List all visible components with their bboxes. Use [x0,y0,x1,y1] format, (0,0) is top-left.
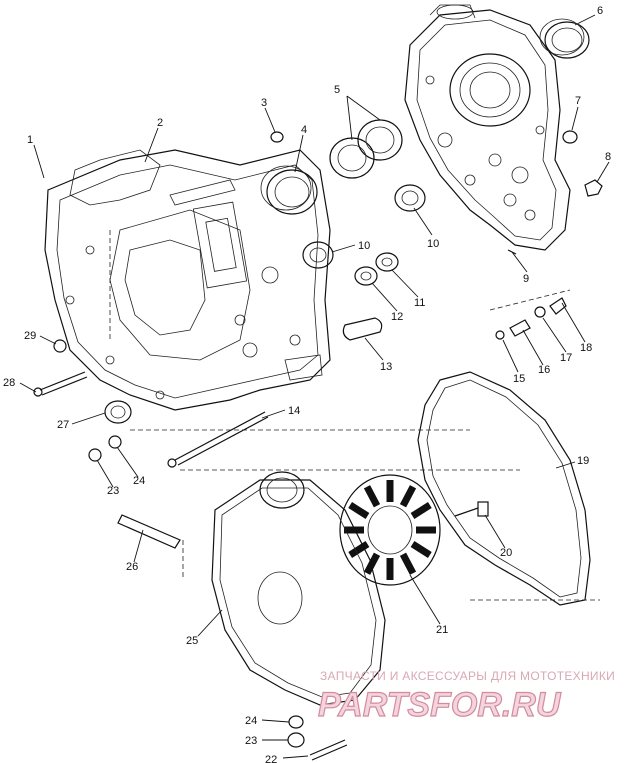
callout-24-left: 24 [133,475,145,487]
watermark-tagline: ЗАПЧАСТИ И АКСЕССУАРЫ ДЛЯ МОТОТЕХНИКИ [320,669,615,683]
callout-26: 26 [126,561,138,573]
callout-23-left: 23 [107,485,119,497]
callout-1: 1 [27,134,33,146]
callout-12: 12 [391,311,403,323]
plug-8 [584,179,603,197]
callout-9: 9 [523,273,529,285]
callout-16: 16 [538,364,550,376]
callout-25: 25 [186,635,198,647]
callout-13: 13 [380,361,392,373]
callout-5: 5 [334,84,340,96]
bolt-14 [167,411,269,468]
watermark-logo: PARTSFOR.RU [318,686,562,724]
hardware-22-24-bottom [287,715,348,761]
callout-7: 7 [575,95,581,107]
stator-21 [339,474,441,586]
hardware-15-18 [489,289,571,340]
callout-4: 4 [301,124,307,136]
callout-20: 20 [500,547,512,559]
callout-10-right: 10 [427,238,439,250]
callout-17: 17 [560,352,572,364]
strip-26 [117,514,181,549]
hardware-27 [104,400,132,424]
dowel-7 [562,130,578,144]
callout-2: 2 [157,117,163,129]
stator-pole [399,485,417,508]
bearing-6 [539,18,590,59]
hardware-23-24-left [88,435,122,462]
callout-29: 29 [24,330,36,342]
dowel-3 [270,131,284,143]
gasket-19 [417,371,591,606]
stator-pole [410,541,432,558]
callout-10-left: 10 [358,240,370,252]
callout-21: 21 [436,624,448,636]
watermark: ЗАПЧАСТИ И АКСЕССУАРЫ ДЛЯ МОТОТЕХНИКИ PA… [317,669,615,725]
stator-pole [363,552,381,575]
callout-24-bottom: 24 [245,715,257,727]
stator-pole [348,541,370,558]
left-crankcase [44,149,331,411]
callout-28: 28 [3,377,15,389]
callout-11: 11 [414,297,425,309]
right-crankcase [404,4,571,251]
stator-pole [410,502,432,519]
callout-23-bottom: 23 [245,735,257,747]
stator-pole [348,502,370,519]
stator-pole [399,552,417,575]
callout-19: 19 [577,455,589,467]
callout-15: 15 [513,373,525,385]
callout-14: 14 [288,405,300,417]
stator-pole [363,485,381,508]
callout-22: 22 [265,754,277,763]
seal-10b [302,241,334,269]
bolt-28 [33,371,88,397]
sleeve-13 [342,317,383,341]
bolt-20 [454,501,489,517]
seal-10a [394,184,426,212]
seal-11 [375,252,399,272]
hardware-29 [53,339,67,353]
callout-labels: 1 2 3 4 5 6 7 8 9 10 10 11 12 13 14 15 1… [3,5,611,763]
callout-18: 18 [580,342,592,354]
bearing-5 [329,119,403,179]
seal-12 [354,266,378,286]
bearing-4 [260,165,318,215]
cover-25 [211,471,386,706]
callout-8: 8 [605,151,611,163]
callout-6: 6 [597,5,603,17]
callout-leaders [19,14,610,759]
callout-27: 27 [57,419,69,431]
callout-3: 3 [261,97,267,109]
